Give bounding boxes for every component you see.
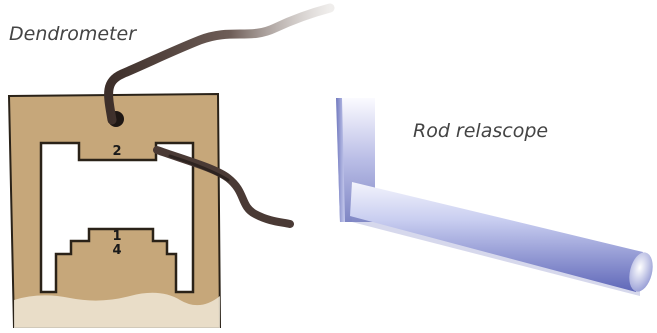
dendrometer-card bbox=[9, 94, 220, 328]
notch-number-4: 4 bbox=[112, 243, 121, 258]
notch-number-2: 2 bbox=[112, 144, 121, 159]
rod-relascope-label: Rod relascope bbox=[413, 120, 548, 142]
notch-number-1: 1 bbox=[112, 229, 121, 244]
dendrometer-label: Dendrometer bbox=[9, 23, 136, 45]
rod-body bbox=[350, 182, 643, 292]
